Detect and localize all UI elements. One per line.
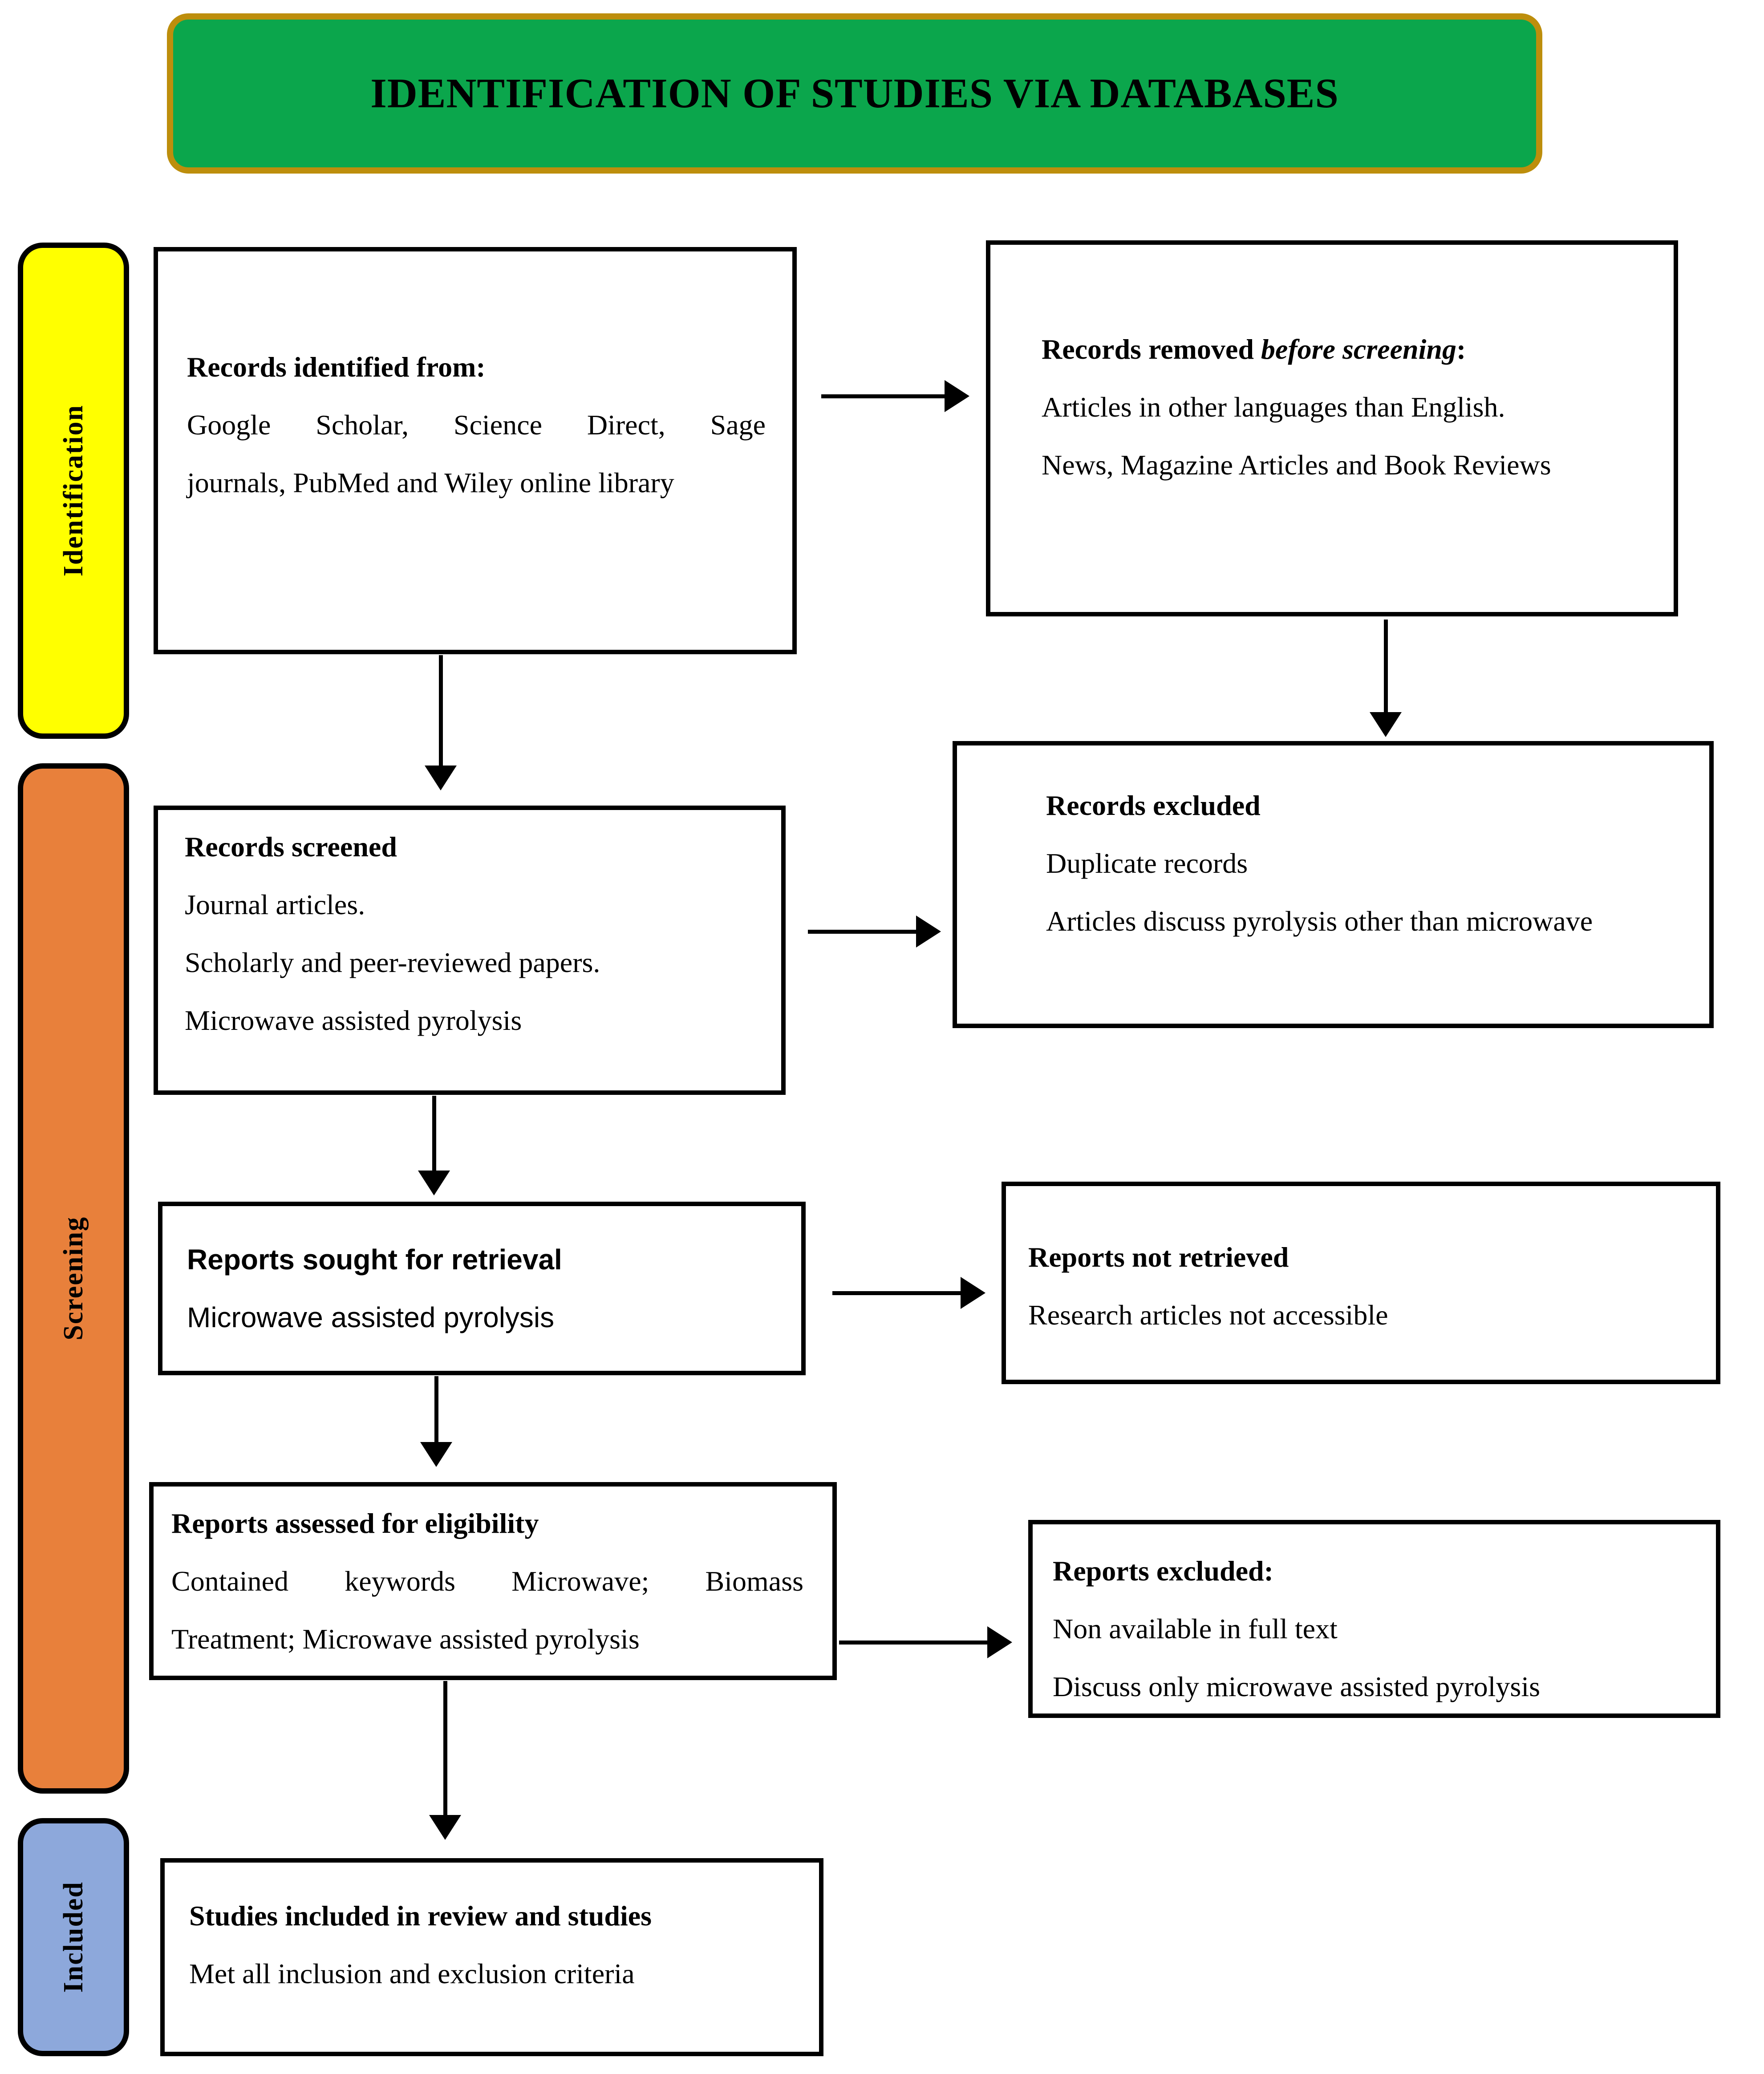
- box-records-excluded-line: Articles discuss pyrolysis other than mi…: [1046, 905, 1593, 937]
- box-reports-assessed-line: Contained keywords Microwave; Biomass: [171, 1565, 803, 1597]
- title-text: Records removed: [1042, 333, 1261, 365]
- box-records-removed-title: Records removed before screening:: [1042, 320, 1647, 378]
- box-studies-included: Studies included in review and studies M…: [160, 1858, 823, 2056]
- box-reports-not-retrieved: Reports not retrieved Research articles …: [1002, 1182, 1720, 1384]
- arrow-screened-to-excluded-line: [808, 930, 919, 934]
- sidebar-screening: Screening: [18, 763, 129, 1794]
- box-records-removed-line: Articles in other languages than English…: [1042, 391, 1505, 423]
- sidebar-included-label: Included: [58, 1881, 89, 1993]
- arrow-sought-to-assessed-line: [434, 1376, 438, 1444]
- box-reports-assessed: Reports assessed for eligibility Contain…: [149, 1482, 837, 1680]
- title-italic-text: before screening: [1261, 333, 1456, 365]
- box-reports-excluded-line: Discuss only microwave assisted pyrolysi…: [1053, 1671, 1540, 1702]
- arrow-identified-to-removed-head-icon: [945, 380, 969, 412]
- box-reports-sought-line: Microwave assisted pyrolysis: [187, 1301, 555, 1333]
- box-records-removed: Records removed before screening: Articl…: [986, 240, 1678, 616]
- arrow-screened-to-sought-line: [432, 1096, 436, 1172]
- box-reports-not-retrieved-line: Research articles not accessible: [1028, 1299, 1388, 1331]
- arrow-sought-to-notretrieved-head-icon: [961, 1277, 985, 1309]
- box-records-identified-title: Records identified from:: [187, 351, 486, 383]
- box-reports-assessed-title: Reports assessed for eligibility: [171, 1507, 539, 1539]
- arrow-identified-to-screened-head-icon: [425, 766, 457, 790]
- arrow-removed-to-excluded-line: [1384, 620, 1388, 714]
- arrow-sought-to-assessed-head-icon: [420, 1442, 452, 1467]
- sidebar-screening-label: Screening: [58, 1216, 89, 1341]
- box-studies-included-line: Met all inclusion and exclusion criteria: [189, 1958, 635, 1989]
- box-records-identified-line: journals, PubMed and Wiley online librar…: [187, 467, 674, 498]
- arrow-assessed-to-excluded-line: [839, 1641, 990, 1645]
- box-reports-not-retrieved-title: Reports not retrieved: [1028, 1241, 1289, 1273]
- box-studies-included-title: Studies included in review and studies: [189, 1900, 652, 1932]
- sidebar-included: Included: [18, 1818, 129, 2056]
- arrow-screened-to-sought-head-icon: [418, 1171, 450, 1195]
- sidebar-identification: Identification: [18, 243, 129, 739]
- box-records-identified-line: Google Scholar, Science Direct, Sage: [187, 409, 766, 441]
- arrow-assessed-to-excluded-head-icon: [987, 1626, 1012, 1658]
- box-records-removed-line: News, Magazine Articles and Book Reviews: [1042, 449, 1551, 481]
- box-reports-excluded-title: Reports excluded:: [1053, 1555, 1273, 1587]
- box-reports-sought: Reports sought for retrieval Microwave a…: [158, 1202, 806, 1375]
- arrow-assessed-to-included-line: [443, 1681, 447, 1817]
- box-reports-excluded: Reports excluded: Non available in full …: [1028, 1520, 1720, 1718]
- box-records-screened-title: Records screened: [185, 831, 397, 863]
- box-records-screened-line: Microwave assisted pyrolysis: [185, 1005, 522, 1036]
- box-records-identified: Records identified from: Google Scholar,…: [154, 247, 797, 654]
- box-records-screened-line: Scholarly and peer-reviewed papers.: [185, 947, 600, 978]
- arrow-assessed-to-included-head-icon: [429, 1815, 461, 1840]
- box-records-screened: Records screened Journal articles. Schol…: [154, 806, 786, 1095]
- header-banner: IDENTIFICATION OF STUDIES VIA DATABASES: [167, 13, 1542, 174]
- arrow-sought-to-notretrieved-line: [832, 1291, 964, 1295]
- sidebar-identification-label: Identification: [58, 405, 89, 577]
- title-colon: :: [1456, 333, 1466, 365]
- box-records-excluded-line: Duplicate records: [1046, 847, 1248, 879]
- box-records-excluded: Records excluded Duplicate records Artic…: [953, 741, 1714, 1028]
- page-title: IDENTIFICATION OF STUDIES VIA DATABASES: [370, 70, 1339, 117]
- arrow-identified-to-screened-line: [439, 655, 443, 767]
- box-records-screened-line: Journal articles.: [185, 889, 365, 920]
- box-reports-sought-title: Reports sought for retrieval: [187, 1244, 562, 1276]
- arrow-identified-to-removed-line: [821, 394, 946, 398]
- arrow-screened-to-excluded-head-icon: [916, 915, 941, 948]
- box-records-excluded-title: Records excluded: [1046, 790, 1261, 821]
- box-reports-excluded-line: Non available in full text: [1053, 1613, 1338, 1645]
- arrow-removed-to-excluded-head-icon: [1370, 712, 1402, 737]
- box-reports-assessed-line: Treatment; Microwave assisted pyrolysis: [171, 1623, 640, 1655]
